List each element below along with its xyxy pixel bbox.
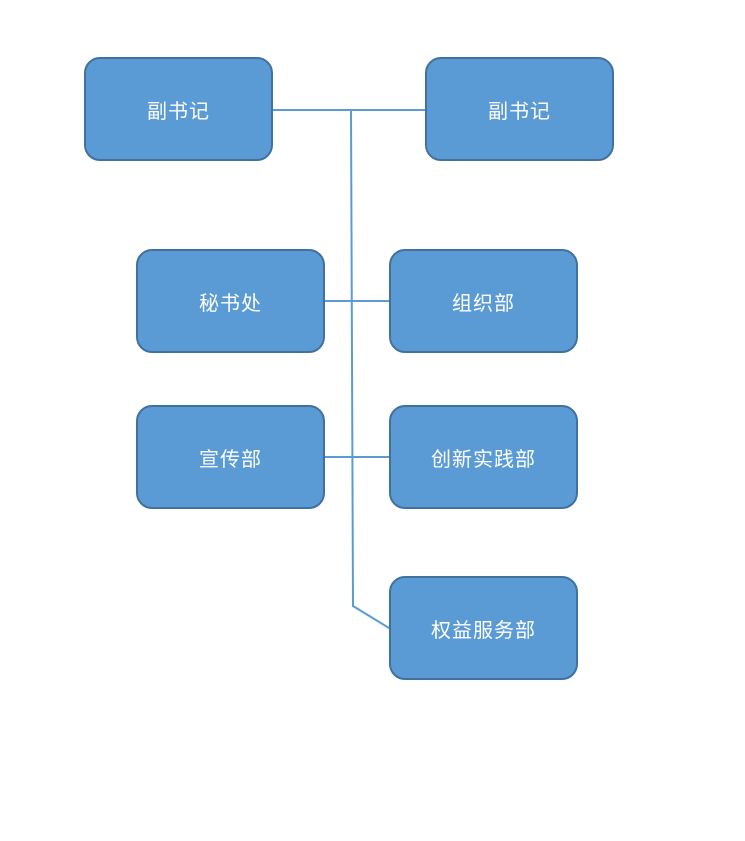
node-label: 创新实践部 <box>431 446 536 471</box>
node-organization-dept: 组织部 <box>389 249 578 353</box>
node-deputy-secretary-left: 副书记 <box>84 57 273 161</box>
node-innovation-practice-dept: 创新实践部 <box>389 405 578 509</box>
node-label: 组织部 <box>452 290 515 315</box>
connector-bottom-diagonal <box>352 605 390 629</box>
node-label: 秘书处 <box>199 290 262 315</box>
node-secretariat: 秘书处 <box>136 249 325 353</box>
node-rights-service-dept: 权益服务部 <box>389 576 578 680</box>
connector-trunk-vertical <box>350 109 354 607</box>
node-label: 副书记 <box>488 98 551 123</box>
node-label: 权益服务部 <box>431 617 536 642</box>
node-deputy-secretary-right: 副书记 <box>425 57 614 161</box>
node-publicity-dept: 宣传部 <box>136 405 325 509</box>
node-label: 宣传部 <box>199 446 262 471</box>
node-label: 副书记 <box>147 98 210 123</box>
